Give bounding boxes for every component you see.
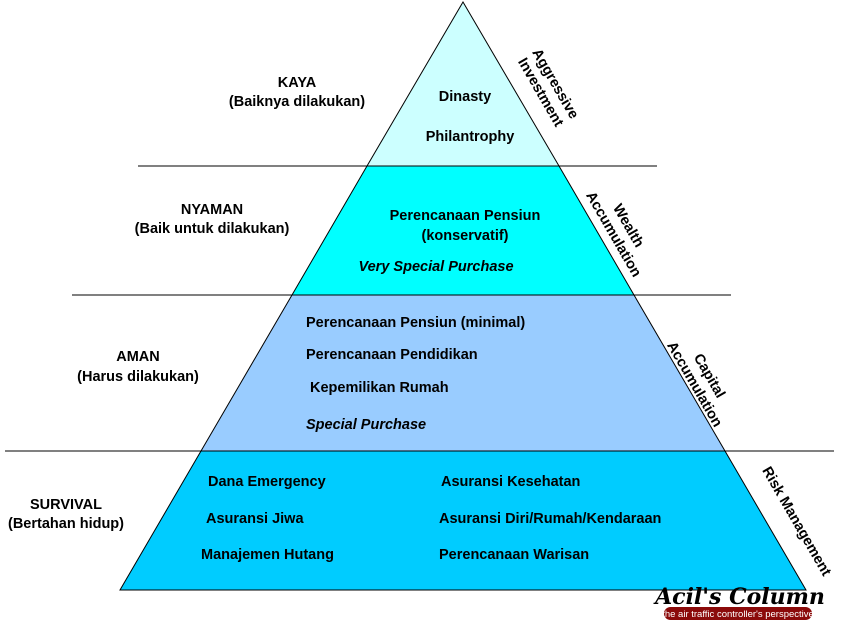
- tier-item: Asuransi Jiwa: [206, 511, 304, 527]
- tier-item: Perencanaan Pendidikan: [306, 347, 478, 363]
- level-name: NYAMAN: [181, 202, 243, 218]
- tier-item: Asuransi Kesehatan: [441, 474, 580, 490]
- tier-item: Dinasty: [439, 89, 491, 105]
- level-note: (Baik untuk dilakukan): [135, 221, 290, 237]
- tier-item: Perencanaan Pensiun (minimal): [306, 315, 525, 331]
- level-name: KAYA: [278, 75, 317, 91]
- tier-item: Dana Emergency: [208, 474, 326, 490]
- acils-column-logo: Acil's Column the air traffic controller…: [653, 584, 825, 620]
- tier-item: Kepemilikan Rumah: [310, 380, 449, 396]
- svg-text:Acil's Column: Acil's Column: [653, 584, 825, 610]
- level-name: AMAN: [116, 349, 160, 365]
- tier-item: Perencanaan Pensiun: [390, 208, 541, 224]
- tier-item: Perencanaan Warisan: [439, 547, 589, 563]
- level-name: SURVIVAL: [30, 497, 102, 513]
- tier-item: Manajemen Hutang: [201, 547, 334, 563]
- tier-special: Very Special Purchase: [358, 259, 513, 275]
- tier-special: Special Purchase: [306, 417, 426, 433]
- tier-item: Asuransi Diri/Rumah/Kendaraan: [439, 511, 661, 527]
- tier-item: Philantrophy: [426, 129, 515, 145]
- level-note: (Baiknya dilakukan): [229, 94, 365, 110]
- level-note: (Bertahan hidup): [8, 516, 124, 532]
- level-note: (Harus dilakukan): [77, 369, 199, 385]
- svg-text:the air traffic controller's p: the air traffic controller's perspective: [662, 609, 814, 620]
- tier-item: (konservatif): [421, 228, 508, 244]
